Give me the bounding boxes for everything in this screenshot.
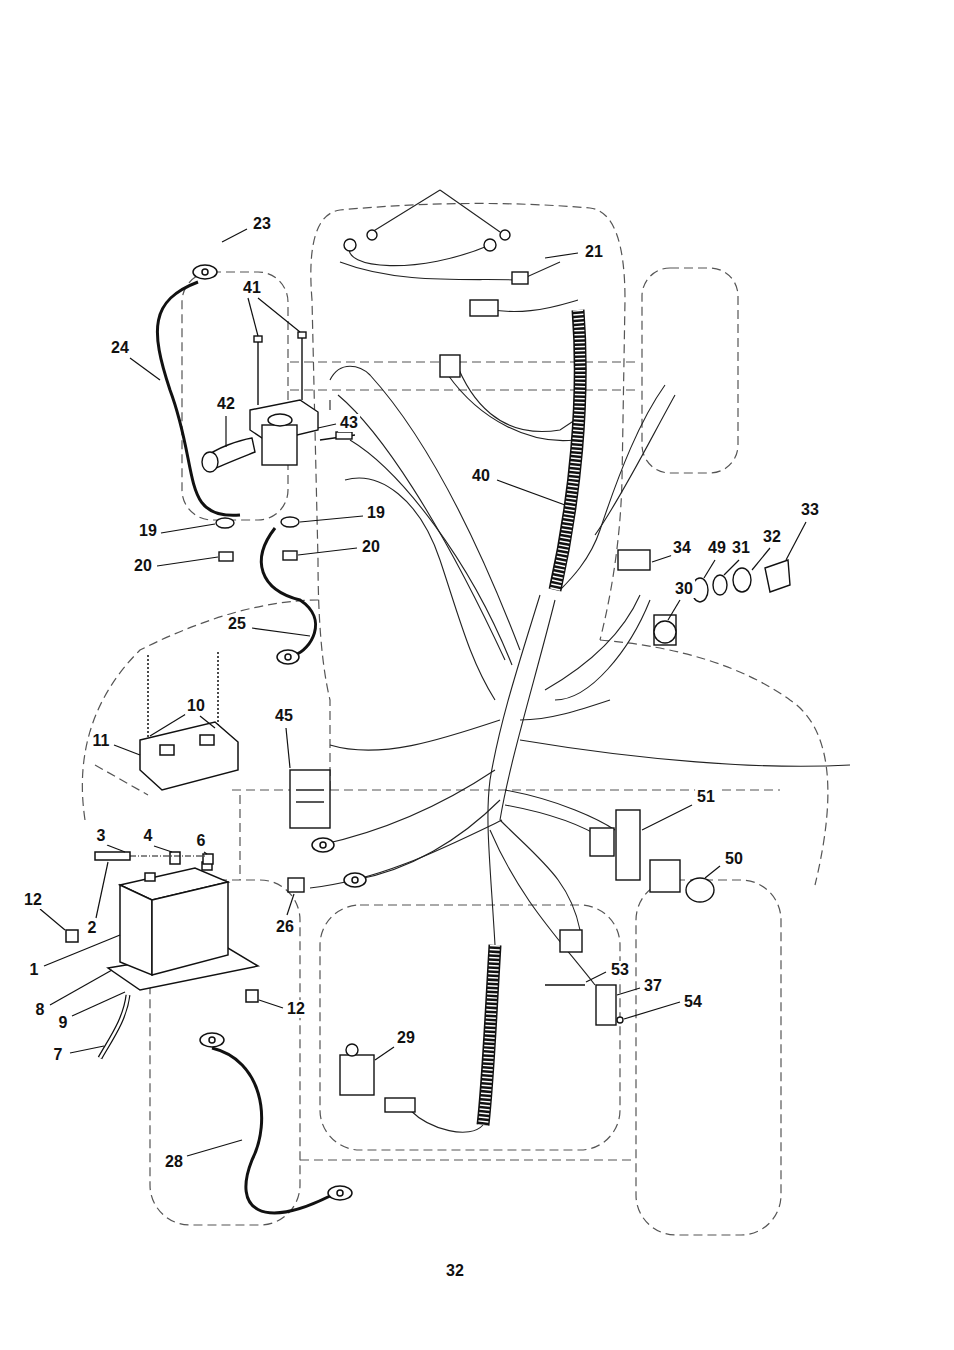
callout-number: 11 xyxy=(91,732,112,750)
callout-number: 25 xyxy=(226,615,248,633)
callout-number: 9 xyxy=(57,1014,70,1032)
callout-number: 10 xyxy=(185,697,207,715)
callout-number: 28 xyxy=(163,1153,185,1171)
page-number: 32 xyxy=(444,1262,466,1280)
callout-number: 20 xyxy=(132,557,154,575)
callout-number: 42 xyxy=(215,395,237,413)
callout-number: 41 xyxy=(241,279,263,297)
callout-number: 33 xyxy=(799,501,821,519)
callout-number: 31 xyxy=(730,539,752,557)
callout-number: 19 xyxy=(137,522,159,540)
callout-number: 12 xyxy=(22,891,44,909)
callout-number: 20 xyxy=(360,538,382,556)
assembly-line xyxy=(130,856,205,857)
callout-number: 53 xyxy=(609,961,631,979)
callout-number: 30 xyxy=(673,580,695,598)
solenoid xyxy=(202,332,355,561)
callout-number: 3 xyxy=(95,827,108,845)
callout-number: 21 xyxy=(583,243,605,261)
callout-number: 49 xyxy=(706,539,728,557)
callout-number: 7 xyxy=(52,1046,65,1064)
callout-number: 8 xyxy=(34,1001,47,1019)
callout-number: 51 xyxy=(695,788,717,806)
harness-coil xyxy=(483,310,580,1125)
callout-number: 19 xyxy=(365,504,387,522)
callout-number: 45 xyxy=(273,707,295,725)
callout-number: 40 xyxy=(470,467,492,485)
control-part xyxy=(288,230,790,1112)
callout-number: 43 xyxy=(338,414,360,432)
leader-line xyxy=(40,229,806,1156)
callout-number: 29 xyxy=(395,1029,417,1047)
callout-number: 23 xyxy=(251,215,273,233)
callout-number: 12 xyxy=(285,1000,307,1018)
battery xyxy=(66,652,258,1058)
callout-number: 1 xyxy=(28,961,41,979)
callout-number: 37 xyxy=(642,977,664,995)
callout-number: 4 xyxy=(142,827,155,845)
wire xyxy=(310,190,850,1132)
callout-number: 34 xyxy=(671,539,693,557)
callout-number: 2 xyxy=(86,919,99,937)
callout-number: 6 xyxy=(195,832,208,850)
callout-number: 54 xyxy=(682,993,704,1011)
tractor-outline xyxy=(82,203,828,1235)
callout-number: 50 xyxy=(723,850,745,868)
callout-number: 26 xyxy=(274,918,296,936)
callout-number: 32 xyxy=(761,528,783,546)
callout-number: 24 xyxy=(109,339,131,357)
